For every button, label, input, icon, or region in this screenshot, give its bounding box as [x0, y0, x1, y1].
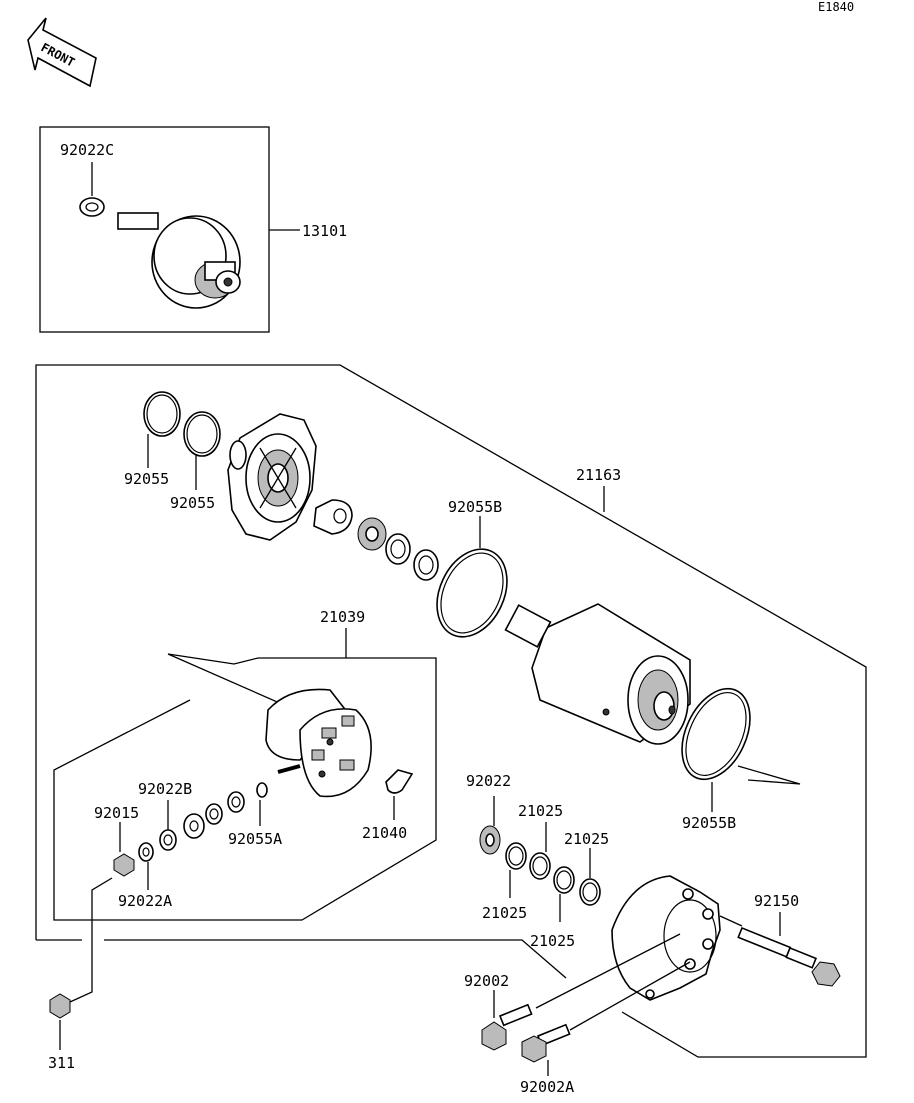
label-13101: 13101: [302, 222, 347, 240]
bolt-92002: [481, 1003, 533, 1051]
washer-stack-1: [227, 791, 245, 813]
label-92022B: 92022B: [138, 780, 192, 798]
o-ring-92055-b: [183, 411, 221, 457]
washer-92022B: [159, 829, 177, 851]
brush-holder-box: [53, 653, 437, 921]
label-92022A: 92022A: [118, 892, 172, 910]
starter-clutch-assembly: [79, 197, 241, 309]
clip-21040: [385, 769, 414, 794]
front-cover: [227, 413, 317, 541]
lock-plate: [313, 499, 353, 535]
label-92022C: 92022C: [60, 141, 114, 159]
label-21025-2: 21025: [518, 802, 563, 820]
brush-holder-plate: [265, 688, 372, 798]
label-21040: 21040: [362, 824, 407, 842]
label-92055B-bottom: 92055B: [682, 814, 736, 832]
label-21025-1: 21025: [482, 904, 527, 922]
label-21025-4: 21025: [564, 830, 609, 848]
label-21025-3: 21025: [530, 932, 575, 950]
label-92150: 92150: [754, 892, 799, 910]
label-92055-b: 92055: [170, 494, 215, 512]
nut-311: [49, 993, 71, 1019]
bolt-92002A: [521, 1023, 571, 1063]
label-21039: 21039: [320, 608, 365, 626]
label-92055A: 92055A: [228, 830, 282, 848]
rear-cover: [611, 875, 721, 1001]
washer-92022A: [138, 842, 154, 862]
label-92015: 92015: [94, 804, 139, 822]
bolt-92150: [737, 926, 841, 987]
washer-stack-3: [183, 813, 205, 839]
label-92055B-top: 92055B: [448, 498, 502, 516]
label-92055-a: 92055: [124, 470, 169, 488]
washer-3: [413, 549, 439, 581]
label-21163: 21163: [576, 466, 621, 484]
label-92022: 92022: [466, 772, 511, 790]
diagram-code: E1840: [818, 0, 854, 14]
motor-yoke: [504, 603, 691, 745]
o-ring-92055B-top: [436, 548, 508, 638]
label-311: 311: [48, 1054, 75, 1072]
motor-assembly-outline: [35, 364, 867, 1058]
o-ring-92055A: [256, 782, 268, 798]
front-arrow-icon: FRONT: [27, 17, 97, 88]
label-92002: 92002: [464, 972, 509, 990]
nut-92015: [113, 853, 135, 877]
o-ring-92055-a: [143, 391, 181, 437]
washer-stack-2: [205, 803, 223, 825]
label-92002A: 92002A: [520, 1078, 574, 1096]
washer-2: [385, 533, 411, 565]
